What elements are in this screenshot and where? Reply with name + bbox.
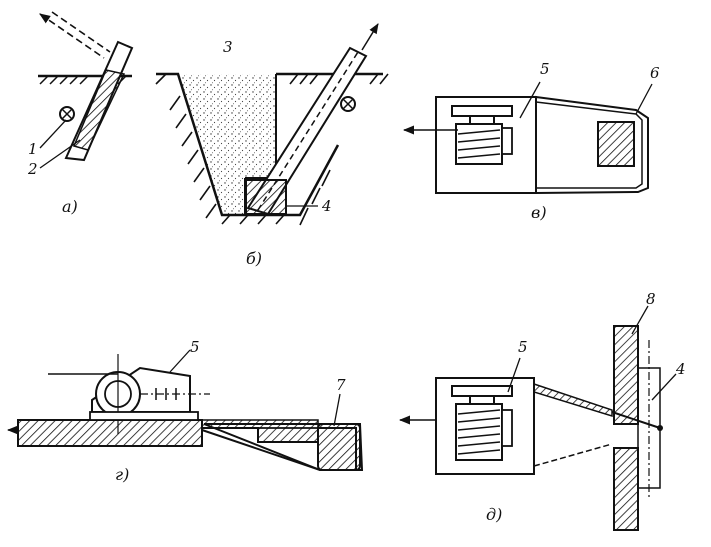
caption-a: а) — [62, 197, 78, 216]
panel-a: 1 2 а) — [27, 11, 134, 216]
caption-b: б) — [246, 249, 262, 268]
label-5-v: 5 — [540, 60, 550, 78]
label-6-v: 6 — [650, 64, 660, 82]
label-4-d: 4 — [675, 360, 686, 378]
upper-guide-d — [533, 382, 613, 418]
bucket-7-g — [317, 423, 361, 471]
winch-motor-v — [451, 105, 513, 117]
label-3-b: 3 — [223, 38, 233, 56]
panel-d: 5 8 4 д) — [398, 290, 686, 531]
leader-2-a — [39, 139, 81, 169]
label-2-a: 2 — [27, 160, 38, 178]
scraper-bucket-a — [72, 69, 126, 151]
caption-g: г) — [115, 465, 129, 484]
lower-guide-d — [533, 443, 613, 467]
base-slab-g — [17, 419, 203, 447]
panel-b: 4 3 б) — [155, 23, 389, 268]
label-7-g: 7 — [336, 376, 346, 394]
label-8-d: 8 — [646, 290, 656, 308]
pull-rope-a — [39, 13, 105, 59]
panel-v: 5 6 в) — [402, 60, 660, 222]
panel-g: 5 7 г) — [6, 338, 364, 484]
scraper-bucket-b — [245, 179, 287, 215]
pull-arrow-b — [361, 23, 379, 51]
bucket-6-v — [597, 121, 635, 167]
label-5-d: 5 — [518, 338, 528, 356]
trench-fill-b — [178, 74, 276, 215]
wall-8-d — [613, 325, 639, 425]
winch-motor-d — [451, 385, 513, 397]
label-4-b: 4 — [321, 197, 332, 215]
label-5-g: 5 — [190, 338, 200, 356]
trench-profile-b — [156, 72, 340, 217]
caption-v: в) — [531, 203, 547, 222]
leader-1-a — [39, 119, 67, 149]
caption-d: д) — [486, 505, 502, 524]
label-1-a: 1 — [28, 140, 38, 158]
trench-hatching-b — [155, 73, 389, 226]
pull-rope-a-2 — [51, 11, 111, 53]
